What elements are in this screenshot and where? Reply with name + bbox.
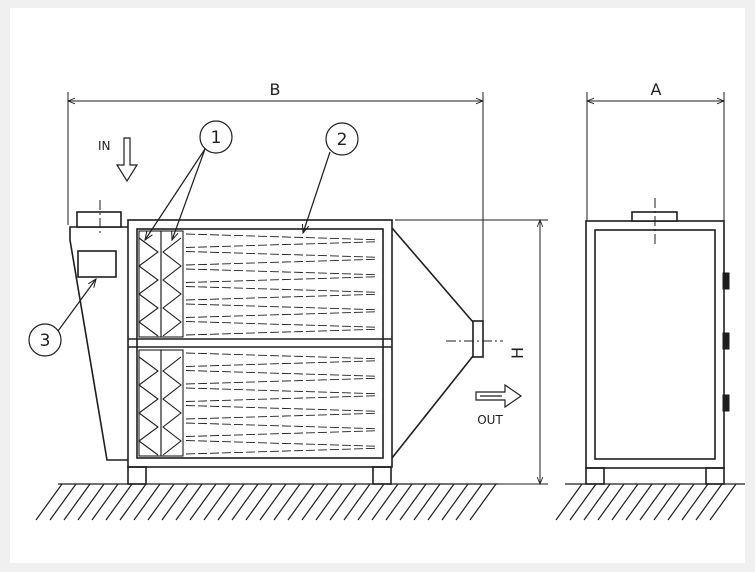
- side-view: [585, 198, 730, 485]
- inspection-panel: [77, 250, 117, 278]
- bag-filters-lower: [185, 352, 379, 455]
- dimension-line-b: [68, 92, 483, 325]
- callout-1: [145, 120, 233, 240]
- inlet-hood: [69, 200, 128, 461]
- dimension-label-b: B: [270, 80, 281, 99]
- outlet-arrow: [475, 383, 523, 409]
- callout-1-number: 1: [211, 128, 222, 148]
- bag-filters-upper: [185, 233, 379, 336]
- inlet-arrow: [115, 137, 139, 183]
- main-casing: [127, 219, 393, 485]
- callout-3-number: 3: [40, 331, 51, 351]
- dimension-line-a: [587, 92, 724, 222]
- dimension-label-h: H: [508, 347, 527, 359]
- inlet-label: IN: [98, 139, 111, 153]
- callout-2-number: 2: [337, 130, 348, 150]
- outlet-transition: [391, 227, 503, 459]
- callout-3: [28, 279, 96, 357]
- outlet-label: OUT: [477, 413, 503, 427]
- equipment-drawing: B A H IN OUT 1 2 3: [10, 8, 745, 563]
- prefilter-lower: [138, 349, 184, 457]
- dimension-label-a: A: [651, 80, 662, 99]
- dimension-line-h: [395, 220, 548, 484]
- callout-2: [303, 122, 359, 233]
